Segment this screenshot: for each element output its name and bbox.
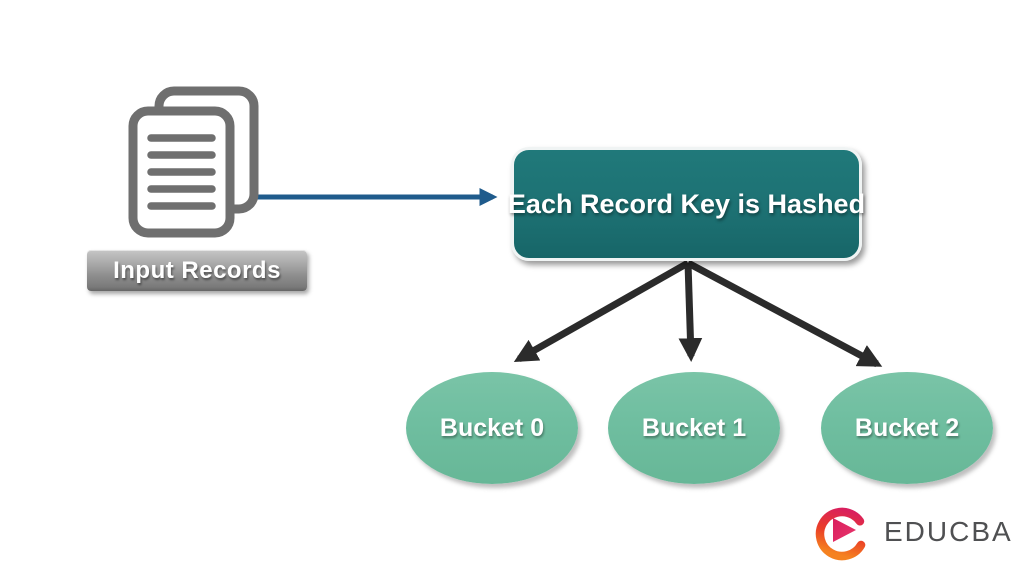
bucket-1-label: Bucket 1 <box>641 413 747 442</box>
educba-play-e-icon <box>815 507 869 561</box>
bucket-2: Bucket 2 <box>821 372 993 484</box>
bucket-2-label: Bucket 2 <box>854 413 960 442</box>
bucket-0-label: Bucket 0 <box>439 413 545 442</box>
documents-icon <box>126 80 266 242</box>
educba-logo: EDUCBA <box>812 500 1013 564</box>
input-records-label: Input Records <box>87 250 307 291</box>
fan-arrow-to-bucket-2 <box>686 259 883 368</box>
document-text-lines <box>147 134 216 210</box>
fan-arrow-to-bucket-1 <box>678 262 703 362</box>
fan-arrow-to-bucket-0 <box>513 259 690 363</box>
hash-box: Each Record Key is Hashed <box>507 147 866 261</box>
hash-box-label: Each Record Key is Hashed <box>507 188 866 219</box>
bucket-1: Bucket 1 <box>608 372 780 484</box>
educba-logo-text: EDUCBA <box>884 516 1013 547</box>
bucket-0: Bucket 0 <box>406 372 578 484</box>
